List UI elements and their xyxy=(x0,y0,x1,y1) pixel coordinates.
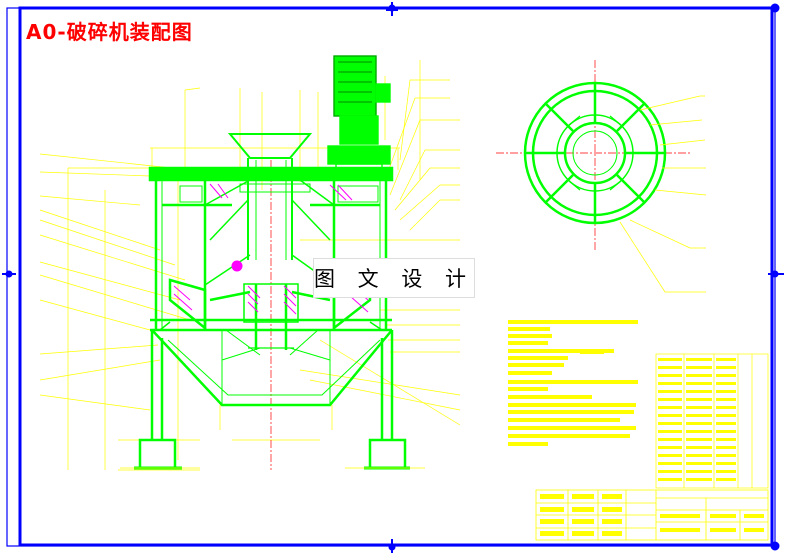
technical-notes xyxy=(508,320,638,446)
support-frame xyxy=(120,329,425,470)
parts-list xyxy=(655,353,769,489)
rotor-sections xyxy=(173,183,369,315)
parts-list-rows xyxy=(658,358,736,481)
section-view-a xyxy=(523,81,667,225)
title-block xyxy=(535,489,769,541)
hopper xyxy=(227,133,313,260)
watermark-label: 图 文 设 计 xyxy=(313,258,475,298)
title-block-fill xyxy=(540,494,764,536)
section-view-leaders xyxy=(619,95,707,293)
leader-lines xyxy=(39,60,461,471)
drawing-title: A0-破碎机装配图 xyxy=(26,20,193,44)
motor xyxy=(327,55,391,175)
drawing-frame xyxy=(18,6,774,547)
